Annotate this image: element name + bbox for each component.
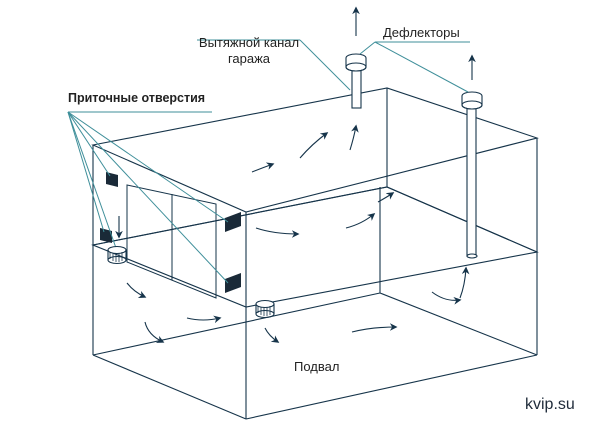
exhaust-pipe-basement bbox=[461, 91, 483, 259]
arrow-garage-1 bbox=[251, 162, 275, 173]
arrow-garage-4 bbox=[255, 227, 300, 238]
basement-box bbox=[92, 187, 538, 420]
arrow-basement-3 bbox=[186, 315, 222, 324]
supply-opening-1 bbox=[106, 172, 118, 187]
exhaust-channel-label: Вытяжной канал гаража bbox=[196, 36, 302, 65]
basement-back-right-bottom bbox=[379, 292, 538, 356]
floor-vent-left bbox=[107, 245, 127, 265]
arrow-garage-5 bbox=[345, 213, 376, 229]
arrow-garage-3 bbox=[349, 124, 359, 151]
basement-back-left-bottom bbox=[92, 292, 381, 356]
floor-vent-center bbox=[255, 299, 275, 319]
arrow-basement-2 bbox=[144, 321, 165, 343]
supply-openings bbox=[100, 172, 241, 293]
arrow-basement-1 bbox=[126, 282, 147, 298]
garage-door bbox=[126, 184, 217, 299]
arrow-basement-6 bbox=[431, 291, 462, 305]
airflow-arrows bbox=[115, 6, 476, 343]
basement-right-bottom bbox=[245, 354, 538, 420]
supply-opening-2 bbox=[100, 228, 112, 243]
deflectors-label: Дефлекторы bbox=[383, 25, 460, 40]
exhaust-channel-label-line2: гаража bbox=[227, 51, 271, 66]
basement-front-bottom bbox=[92, 354, 247, 420]
arrow-basement-7 bbox=[459, 266, 470, 299]
exhaust-channel-label-line1: Вытяжной канал bbox=[198, 35, 300, 50]
arrow-garage-2 bbox=[299, 132, 329, 159]
arrow-garage-6 bbox=[377, 192, 395, 203]
supply-leader-lines bbox=[67, 111, 229, 284]
supply-openings-label: Приточные отверстия bbox=[68, 91, 206, 105]
exhaust-pipe-garage bbox=[345, 53, 367, 109]
basement-label: Подвал bbox=[294, 359, 340, 374]
supply-opening-4 bbox=[225, 273, 241, 293]
supply-opening-3 bbox=[225, 212, 241, 232]
arrow-basement-5 bbox=[351, 323, 398, 333]
arrow-basement-4 bbox=[264, 327, 280, 343]
watermark: kvip.su bbox=[525, 396, 575, 413]
deflector-leader-lines bbox=[197, 39, 470, 93]
